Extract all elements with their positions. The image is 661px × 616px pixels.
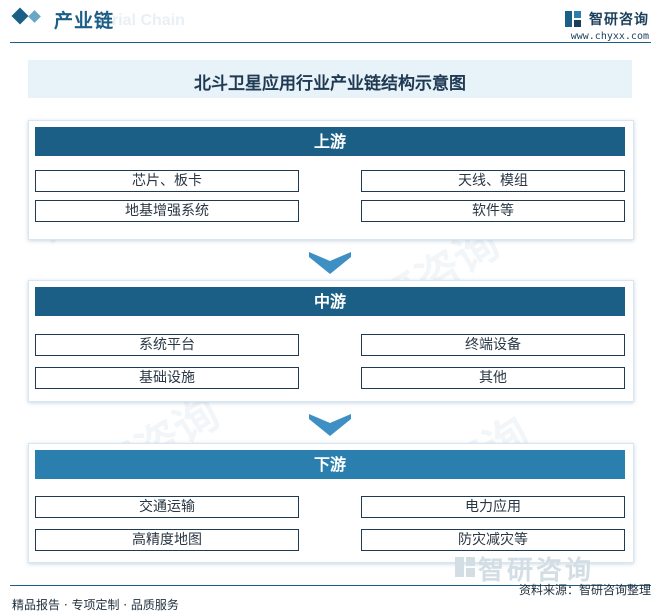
stage-item: 地基增强系统 bbox=[35, 200, 299, 222]
small-diamond-icon bbox=[28, 10, 41, 23]
stage-item: 交通运输 bbox=[35, 496, 299, 518]
down-arrow-icon bbox=[309, 252, 351, 274]
diagram-title-band: 北斗卫星应用行业产业链结构示意图 bbox=[28, 60, 632, 98]
header-divider bbox=[10, 42, 651, 43]
stage-item: 基础设施 bbox=[35, 367, 299, 389]
footer-tagline: 精品报告 · 专项定制 · 品质服务 bbox=[12, 598, 179, 612]
stage-item: 天线、模组 bbox=[361, 170, 625, 192]
stage-item: 芯片、板卡 bbox=[35, 170, 299, 192]
stage-panel-downstream: 下游 交通运输 电力应用 高精度地图 防灾减灾等 bbox=[28, 443, 634, 563]
watermark-logo-icon bbox=[455, 557, 475, 577]
stage-panel-midstream: 中游 系统平台 终端设备 基础设施 其他 bbox=[28, 280, 634, 402]
stage-item: 软件等 bbox=[361, 200, 625, 222]
brand-logo-icon bbox=[564, 10, 581, 27]
diamond-icon bbox=[11, 7, 29, 25]
diagram-title: 北斗卫星应用行业产业链结构示意图 bbox=[194, 74, 466, 94]
stage-label-midstream: 中游 bbox=[35, 287, 625, 316]
stage-item: 高精度地图 bbox=[35, 529, 299, 551]
page-header: rial Chain 产业链 智研咨询 www.chyxx.com bbox=[0, 0, 661, 44]
brand-url: www.chyxx.com bbox=[570, 31, 649, 42]
stage-item: 系统平台 bbox=[35, 334, 299, 356]
stage-item: 其他 bbox=[361, 367, 625, 389]
section-title: 产业链 bbox=[54, 10, 115, 32]
stage-item: 终端设备 bbox=[361, 334, 625, 356]
stage-label-downstream: 下游 bbox=[35, 450, 625, 479]
stage-item: 防灾减灾等 bbox=[361, 529, 625, 551]
header-watermark: rial Chain bbox=[112, 12, 185, 29]
stage-panel-upstream: 上游 芯片、板卡 天线、模组 地基增强系统 软件等 bbox=[28, 120, 634, 240]
stage-item: 电力应用 bbox=[361, 496, 625, 518]
data-source: 资料来源：智研咨询整理 bbox=[518, 583, 651, 597]
stage-label-upstream: 上游 bbox=[35, 127, 625, 156]
brand: 智研咨询 bbox=[564, 8, 649, 29]
footer-divider bbox=[10, 585, 651, 586]
down-arrow-icon bbox=[309, 414, 351, 436]
footer-watermark-brand: 智研咨询 bbox=[478, 556, 595, 586]
brand-name: 智研咨询 bbox=[589, 11, 649, 28]
